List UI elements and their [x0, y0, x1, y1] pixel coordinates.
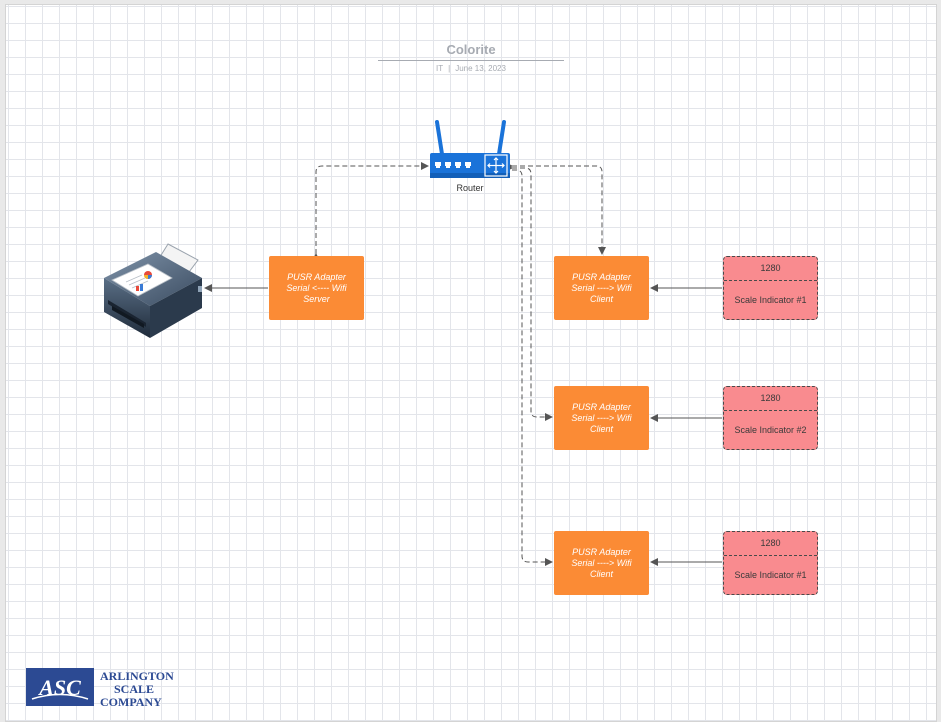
adapter-line: Serial <---- Wifi — [286, 282, 347, 293]
scale-indicator-2[interactable]: 1280 Scale Indicator #2 — [723, 386, 818, 450]
adapter-line: PUSR Adapter — [287, 271, 346, 282]
adapter-line: PUSR Adapter — [572, 271, 631, 282]
asc-logo: ASC — [26, 668, 94, 706]
connector-router-adapter-client-3 — [512, 169, 553, 566]
subtitle-dept: IT — [436, 64, 444, 73]
adapter-line: Server — [303, 293, 330, 304]
adapter-line: Serial ----> Wifi — [571, 412, 632, 423]
connector-router-adapter-client-2 — [505, 164, 553, 421]
title-divider — [378, 60, 564, 61]
connector-router-adapter-client-1 — [505, 162, 606, 255]
scale-label: Scale Indicator #1 — [734, 295, 807, 305]
scale-id: 1280 — [724, 257, 817, 281]
scale-id: 1280 — [724, 532, 817, 556]
adapter-line: Client — [589, 568, 613, 579]
router-icon — [430, 120, 510, 178]
adapter-line: Client — [589, 423, 613, 434]
connector-router-adapter-server — [312, 162, 429, 261]
company-name-line-1: ARLINGTON — [100, 669, 174, 683]
company-name-line-3: COMPANY — [100, 695, 162, 709]
adapter-line: Client — [589, 293, 613, 304]
printer-icon — [104, 243, 202, 338]
company-name: ARLINGTON SCALE COMPANY — [100, 670, 174, 709]
scale-indicator-1[interactable]: 1280 Scale Indicator #1 — [723, 256, 818, 320]
diagram-subtitle: IT | June 13, 2023 — [378, 64, 564, 73]
adapter-line: PUSR Adapter — [572, 401, 631, 412]
adapter-line: PUSR Adapter — [572, 546, 631, 557]
router-label: Router — [456, 183, 484, 193]
company-name-line-2: SCALE — [114, 682, 155, 696]
subtitle-date: June 13, 2023 — [455, 64, 506, 73]
scale-label: Scale Indicator #1 — [734, 570, 807, 580]
subtitle-separator: | — [448, 64, 451, 73]
diagram-canvas — [5, 4, 937, 722]
scale-label: Scale Indicator #2 — [734, 425, 807, 435]
diagram-title: Colorite — [446, 42, 496, 57]
scale-indicator-3[interactable]: 1280 Scale Indicator #1 — [723, 531, 818, 595]
adapter-line: Serial ----> Wifi — [571, 282, 632, 293]
adapter-line: Serial ----> Wifi — [571, 557, 632, 568]
scale-id: 1280 — [724, 387, 817, 411]
